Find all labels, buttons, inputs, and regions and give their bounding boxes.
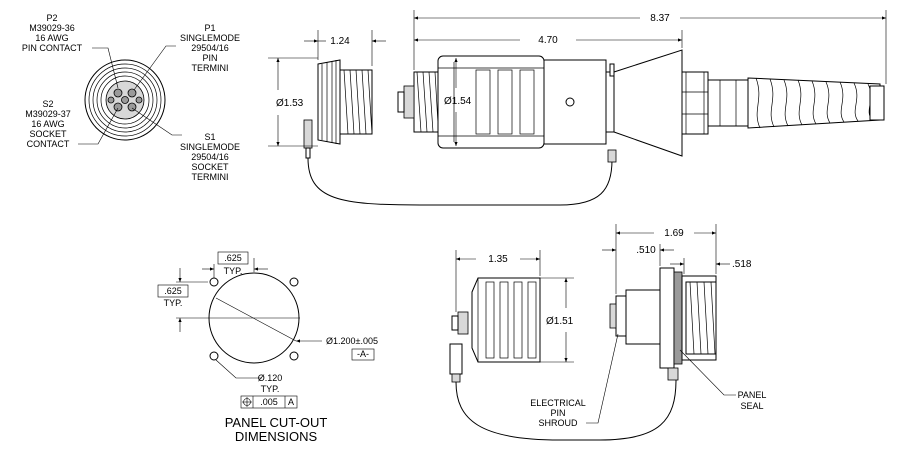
overall-length-dimension: 8.37 [413,10,887,84]
rcpt-length-dimension: 1.69 [615,224,717,294]
svg-text:SINGLEMODE: SINGLEMODE [180,33,240,43]
panel-seal-callout: PANEL SEAL [679,349,767,411]
receptacle [609,267,717,381]
svg-text:.510: .510 [636,245,656,256]
svg-text:Ø1.53: Ø1.53 [276,98,304,109]
svg-text:29504/16: 29504/16 [191,43,229,53]
plug-length-dimension: 4.70 [414,30,683,48]
svg-text:TYP.: TYP. [164,298,183,308]
svg-text:PANEL: PANEL [738,390,767,400]
cap-width-dimension: 1.24 [304,30,386,66]
svg-text:ELECTRICAL: ELECTRICAL [530,398,586,408]
svg-text:.518: .518 [732,259,752,270]
svg-text:TYP.: TYP. [261,384,280,394]
svg-text:Ø1.51: Ø1.51 [546,316,574,327]
feature-control-frame: .005 A [240,395,298,409]
cutout-subtitle: DIMENSIONS [235,429,318,444]
cap-diameter-dimension: Ø1.53 [268,57,318,147]
svg-text:S2: S2 [42,99,53,109]
hole-spacing-vertical-dimension: .625 TYP. [157,268,189,332]
svg-text:1.69: 1.69 [664,228,684,239]
svg-text:P2: P2 [46,13,57,23]
p1-callout: P1 SINGLEMODE 29504/16 PIN TERMINI [133,23,240,91]
s2-callout: S2 M39029-37 16 AWG SOCKET CONTACT [25,99,119,149]
s1-callout: S1 SINGLEMODE 29504/16 SOCKET TERMINI [131,107,240,182]
svg-text:16 AWG: 16 AWG [31,119,64,129]
flange-offset-dimension: .510 [602,244,674,266]
cutout-diameter-dimension: Ø1.200±.005 -A- [326,336,378,361]
svg-text:PIN: PIN [202,53,217,63]
svg-text:SOCKET: SOCKET [191,162,229,172]
convoluted-cable [747,77,885,129]
svg-text:-A-: -A- [357,349,369,359]
position-tolerance-icon [242,397,252,407]
svg-text:1.35: 1.35 [488,254,508,265]
svg-text:Ø.120: Ø.120 [258,373,283,383]
svg-text:.005: .005 [260,397,278,407]
svg-text:M39029-36: M39029-36 [29,23,75,33]
svg-text:M39029-37: M39029-37 [25,109,71,119]
svg-text:Ø1.200±.005: Ø1.200±.005 [326,336,378,346]
electrical-pin-shroud-callout: ELECTRICAL PIN SHROUD [530,333,619,428]
svg-text:SHROUD: SHROUD [538,418,578,428]
svg-text:S1: S1 [204,132,215,142]
rcpt-cap-diameter-dimension: Ø1.51 [540,277,574,363]
plug-lanyard-tab [607,149,617,163]
svg-text:P1: P1 [204,23,215,33]
svg-text:SINGLEMODE: SINGLEMODE [180,142,240,152]
svg-text:CONTACT: CONTACT [27,139,70,149]
receptacle-lanyard [455,379,677,441]
cutout-title: PANEL CUT-OUT [225,415,328,430]
connector-face-view [84,59,166,141]
svg-text:TYP.: TYP. [224,266,243,276]
svg-text:A: A [288,397,294,407]
plug-dust-cap [303,59,373,159]
plug-lanyard [307,157,613,206]
mounting-hole-dimension: Ø.120 TYP. [215,359,283,394]
p2-callout: P2 M39029-36 16 AWG PIN CONTACT [22,13,119,89]
plug-assembly [397,49,749,157]
svg-text:4.70: 4.70 [538,35,558,46]
svg-text:TERMINI: TERMINI [192,172,229,182]
svg-text:.625: .625 [224,253,242,263]
svg-text:Ø1.54: Ø1.54 [444,96,472,107]
svg-text:TERMINI: TERMINI [192,63,229,73]
svg-text:1.24: 1.24 [330,36,350,47]
plug-diameter-dimension: Ø1.54 [444,58,472,146]
svg-text:SEAL: SEAL [740,401,763,411]
thread-length-dimension: .518 [670,258,752,274]
svg-text:16 AWG: 16 AWG [35,33,68,43]
svg-text:PIN CONTACT: PIN CONTACT [22,43,83,53]
hole-spacing-horizontal-dimension: .625 TYP. [202,251,268,276]
svg-text:SOCKET: SOCKET [29,129,67,139]
receptacle-dust-cap [449,277,541,383]
svg-text:29504/16: 29504/16 [191,152,229,162]
rcpt-cap-width-dimension: 1.35 [455,250,541,312]
svg-text:.625: .625 [164,286,182,296]
panel-cutout-view [176,258,322,364]
svg-text:8.37: 8.37 [650,13,670,24]
svg-text:PIN: PIN [550,408,565,418]
